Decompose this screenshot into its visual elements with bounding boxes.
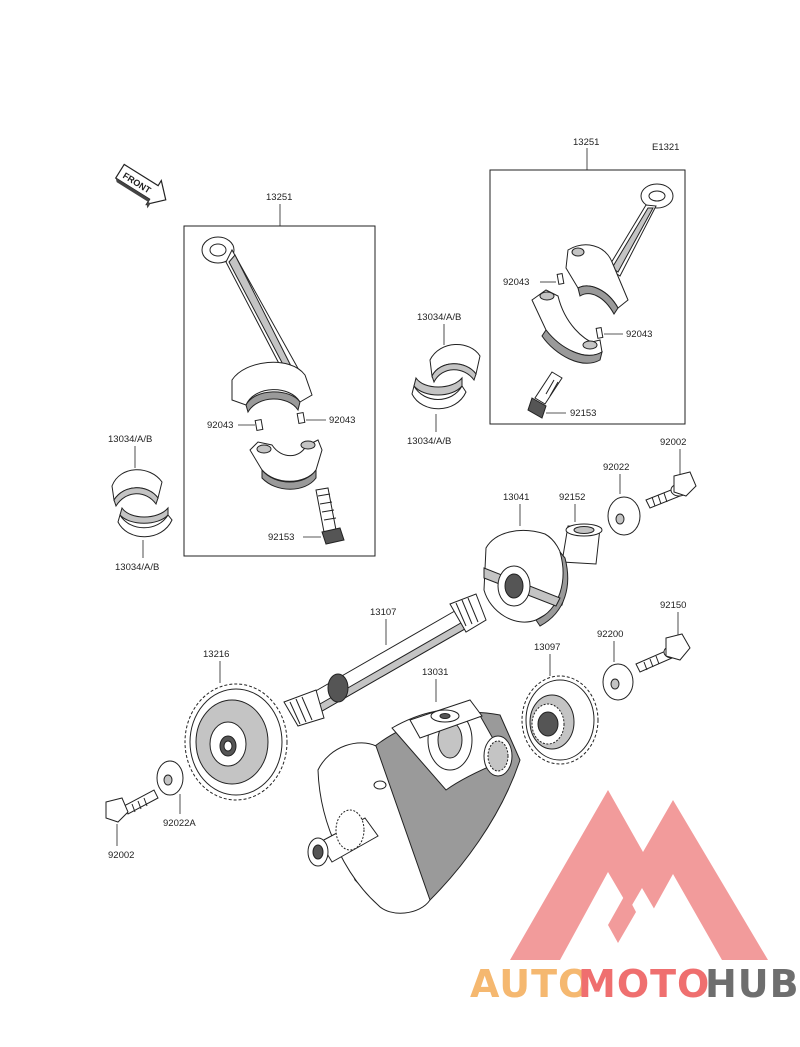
label-crankshaft: 13031 <box>422 667 448 678</box>
label-bolt-92150: 92150 <box>660 600 686 611</box>
logo-text-moto: MOTO <box>578 962 710 1006</box>
washer-92200 <box>602 663 634 701</box>
label-pin-left-a: 92043 <box>207 420 233 431</box>
balancer-shaft-13107 <box>283 593 487 727</box>
connecting-rod-left <box>201 236 313 414</box>
label-pin-right-b: 92043 <box>626 329 652 340</box>
label-pin-left-b: 92043 <box>329 415 355 426</box>
dowel-pin-left-b <box>296 411 306 425</box>
label-bolt-bottom-left: 92002 <box>108 850 134 861</box>
bearing-shell-mid-top <box>429 343 481 384</box>
bearing-shell-mid-bottom <box>411 376 467 410</box>
bolt-92002-bottom <box>105 789 159 823</box>
conrod-right-box <box>489 169 686 425</box>
label-pin-right-a: 92043 <box>503 277 529 288</box>
bolt-92150 <box>635 633 691 673</box>
label-bearing-left-bottom: 13034/A/B <box>115 562 159 573</box>
label-collar: 92152 <box>559 492 585 503</box>
label-gear-13041: 13041 <box>503 492 529 503</box>
dowel-pin-right-b <box>595 326 604 339</box>
bearing-shell-left-top <box>111 469 163 508</box>
label-bolt-top-right: 92002 <box>660 437 686 448</box>
dowel-pin-left-a <box>254 418 264 432</box>
conrod-bolt-right <box>527 371 563 419</box>
label-bolt-right: 92153 <box>570 408 596 419</box>
label-conrod-left: 13251 <box>266 192 292 203</box>
label-washer-bottom-left: 92022A <box>163 818 196 829</box>
connecting-rod-right <box>565 183 674 315</box>
label-shaft: 13107 <box>370 607 396 618</box>
bearing-shell-left-bottom <box>117 506 173 538</box>
dowel-pin-right-a <box>556 272 565 285</box>
label-washer-top-right: 92022 <box>603 462 629 473</box>
label-bolt-left: 92153 <box>268 532 294 543</box>
conrod-left-box <box>183 225 376 557</box>
gear-13041 <box>483 530 569 627</box>
label-gear-13216: 13216 <box>203 649 229 660</box>
conrod-cap-left <box>249 439 323 490</box>
gear-13216 <box>184 683 288 801</box>
logo-text-auto: AUTO <box>470 962 591 1006</box>
label-bearing-mid-top: 13034/A/B <box>417 312 461 323</box>
automotohub-logo <box>510 790 768 960</box>
label-bearing-left-top: 13034/A/B <box>108 434 152 445</box>
label-bearing-mid-bottom: 13034/A/B <box>407 436 451 447</box>
crankshaft-13031 <box>307 699 521 914</box>
diagram-code: E1321 <box>652 142 679 153</box>
washer-92022A <box>156 760 184 796</box>
conrod-bolt-left <box>315 487 345 545</box>
collar-92152 <box>561 523 603 565</box>
label-washer-92200: 92200 <box>597 629 623 640</box>
label-gear-13097: 13097 <box>534 642 560 653</box>
gear-13097 <box>521 675 599 765</box>
front-arrow-icon: FRONT <box>114 163 167 209</box>
bolt-92002-top <box>645 471 697 509</box>
conrod-cap-right <box>531 289 603 364</box>
washer-92022 <box>607 496 641 536</box>
label-conrod-right: 13251 <box>573 137 599 148</box>
logo-text-hub: HUB <box>705 962 800 1006</box>
